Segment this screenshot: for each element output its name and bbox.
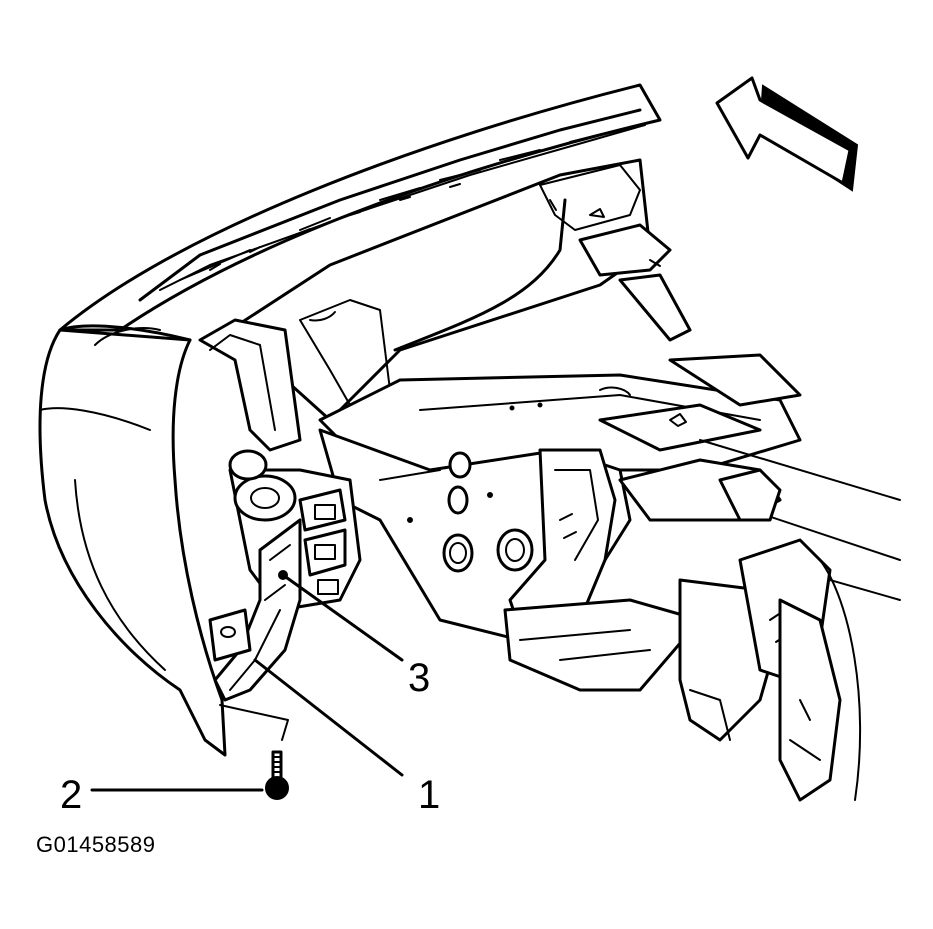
leader-lines [90, 573, 404, 792]
bumper-reinforcement [228, 158, 692, 422]
frame-bracket-right [503, 448, 862, 802]
leader-line-1 [253, 658, 404, 777]
callout-3: 3 [408, 656, 431, 700]
bolt-icon [265, 750, 289, 800]
callout-2: 2 [60, 773, 83, 817]
leader-line-3 [281, 573, 404, 662]
bumper-top-face [58, 83, 662, 332]
bumper-end [38, 324, 227, 757]
bolt-path [219, 704, 289, 741]
frame-crossmember [318, 353, 901, 601]
callout-1: 1 [418, 773, 441, 817]
direction-arrow-icon [715, 76, 859, 192]
figure-id-label: G01458589 [36, 832, 156, 857]
bumper-bracket [198, 318, 302, 702]
